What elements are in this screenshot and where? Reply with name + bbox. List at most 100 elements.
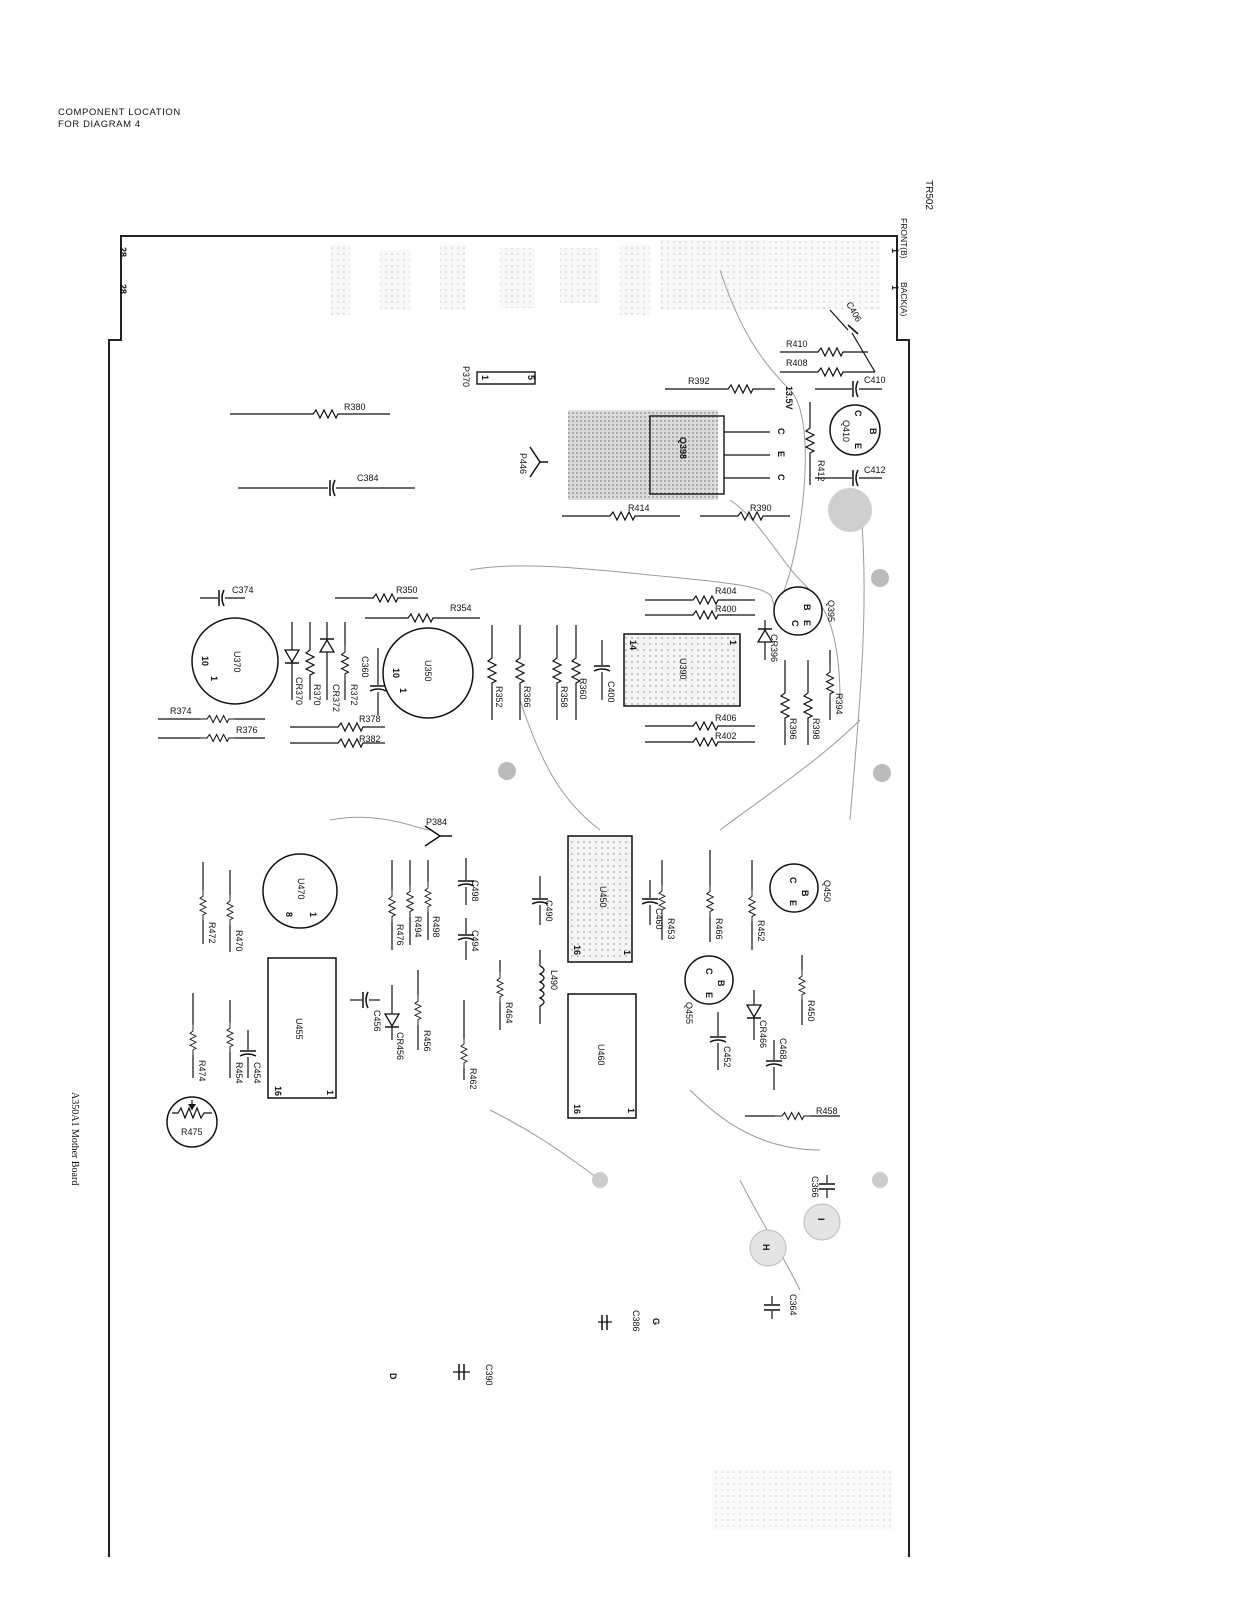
lower-connector-area	[712, 1470, 892, 1530]
p446-label: P446	[518, 453, 528, 474]
pad-i-label: I	[816, 1218, 826, 1221]
point-d-label: D	[388, 1373, 398, 1380]
q455-pin-c: C	[704, 968, 714, 975]
q455-label: Q455	[684, 1002, 694, 1024]
p384-test-point	[424, 825, 442, 847]
c498-label: C498	[470, 880, 480, 902]
q410-pin-b: B	[868, 428, 878, 435]
r352-label: R352	[494, 686, 504, 708]
q398-heatsink	[568, 410, 718, 500]
r378-label: R378	[359, 714, 381, 724]
c490-label: C490	[544, 900, 554, 922]
r354-label: R354	[450, 603, 472, 613]
u390-pin1: 1	[728, 640, 738, 645]
cr396-label: CR396	[769, 634, 779, 662]
q398-pin-c2: C	[776, 474, 786, 481]
pin-28-back: 28	[118, 247, 128, 257]
r380-label: R380	[344, 402, 366, 412]
r498-label: R498	[431, 916, 441, 938]
r372-label: R372	[349, 684, 359, 706]
u450-pin16: 16	[572, 945, 582, 955]
l490-inductor	[538, 965, 545, 1007]
r472-label: R472	[207, 922, 217, 944]
r494-label: R494	[413, 916, 423, 938]
r453-label: R453	[666, 918, 676, 940]
u350-pin10: 10	[391, 668, 401, 678]
cr370-label: CR370	[294, 677, 304, 705]
r414-label: R414	[628, 503, 650, 513]
r392-label: R392	[688, 376, 710, 386]
q395-label: Q395	[826, 600, 836, 622]
u460-label: U460	[596, 1044, 606, 1066]
r350-label: R350	[396, 585, 418, 595]
cr466-label: CR466	[758, 1020, 768, 1048]
edge-connector	[330, 240, 880, 315]
r406-label: R406	[715, 713, 737, 723]
pad-h	[749, 1229, 787, 1267]
pin-1-back: 1	[890, 285, 900, 290]
r474-label: R474	[197, 1060, 207, 1082]
r410-label: R410	[786, 339, 808, 349]
u470-pin1: 1	[308, 912, 318, 917]
u455-label: U455	[294, 1018, 304, 1040]
c452-label: C452	[722, 1046, 732, 1068]
r475-label: R475	[181, 1127, 203, 1137]
q395-pin-c: C	[790, 620, 800, 627]
u370-ic	[191, 617, 279, 705]
q455-pin-e: E	[704, 992, 714, 998]
c364-label: C364	[788, 1294, 798, 1316]
r358-label: R358	[559, 686, 569, 708]
p384-label: P384	[426, 817, 447, 827]
c386-label: C386	[631, 1310, 641, 1332]
r450-label: R450	[806, 1000, 816, 1022]
v135-label: 13.5V	[784, 386, 794, 410]
r370-label: R370	[312, 684, 322, 706]
u350-label: U350	[423, 660, 433, 682]
u455-pin1: 1	[325, 1090, 335, 1095]
c468-label: C468	[778, 1038, 788, 1060]
q398-pin-e: E	[776, 451, 786, 457]
c360-label: C360	[360, 656, 370, 678]
header-line-2: FOR DIAGRAM 4	[58, 119, 141, 130]
l490-label: L490	[549, 970, 559, 990]
cr456-label: CR456	[395, 1032, 405, 1060]
u470-label: U470	[296, 878, 306, 900]
r402-label: R402	[715, 731, 737, 741]
q410-pin-c: C	[853, 410, 863, 417]
q450-pin-c: C	[788, 877, 798, 884]
r464-label: R464	[504, 1002, 514, 1024]
board-outline	[108, 235, 910, 1557]
u455-pin16: 16	[273, 1086, 283, 1096]
pin-1-front: 1	[890, 248, 900, 253]
q450-transistor	[769, 863, 819, 913]
c390-label: C390	[484, 1364, 494, 1386]
q395-pin-b: B	[802, 604, 812, 611]
u470-ic	[262, 853, 338, 929]
q410-transistor	[829, 404, 881, 456]
c456-label: C456	[372, 1010, 382, 1032]
u350-pin1: 1	[398, 688, 408, 693]
q395-pin-e: E	[802, 620, 812, 626]
u390-ic	[623, 633, 741, 707]
q398-label: Q398	[678, 437, 688, 459]
header-line-1: COMPONENT LOCATION	[58, 107, 181, 118]
r452-label: R452	[756, 920, 766, 942]
q450-label: Q450	[822, 880, 832, 902]
c366-label: C366	[810, 1176, 820, 1198]
u460-ic	[567, 993, 637, 1119]
u370-label: U370	[232, 651, 242, 673]
c400-label: C400	[606, 681, 616, 703]
q455-transistor	[684, 955, 734, 1005]
pin-28-front: 28	[118, 284, 128, 294]
r408-label: R408	[786, 358, 808, 368]
u450-ic	[567, 835, 633, 963]
r400-label: R400	[715, 604, 737, 614]
p370-pin5: 5	[526, 375, 536, 380]
r376-label: R376	[236, 725, 258, 735]
c460-label: C460	[654, 908, 664, 930]
q410-pin-e: E	[853, 443, 863, 449]
u370-pin10: 10	[200, 656, 210, 666]
r396-label: R396	[788, 718, 798, 740]
u390-label: U390	[678, 658, 688, 680]
